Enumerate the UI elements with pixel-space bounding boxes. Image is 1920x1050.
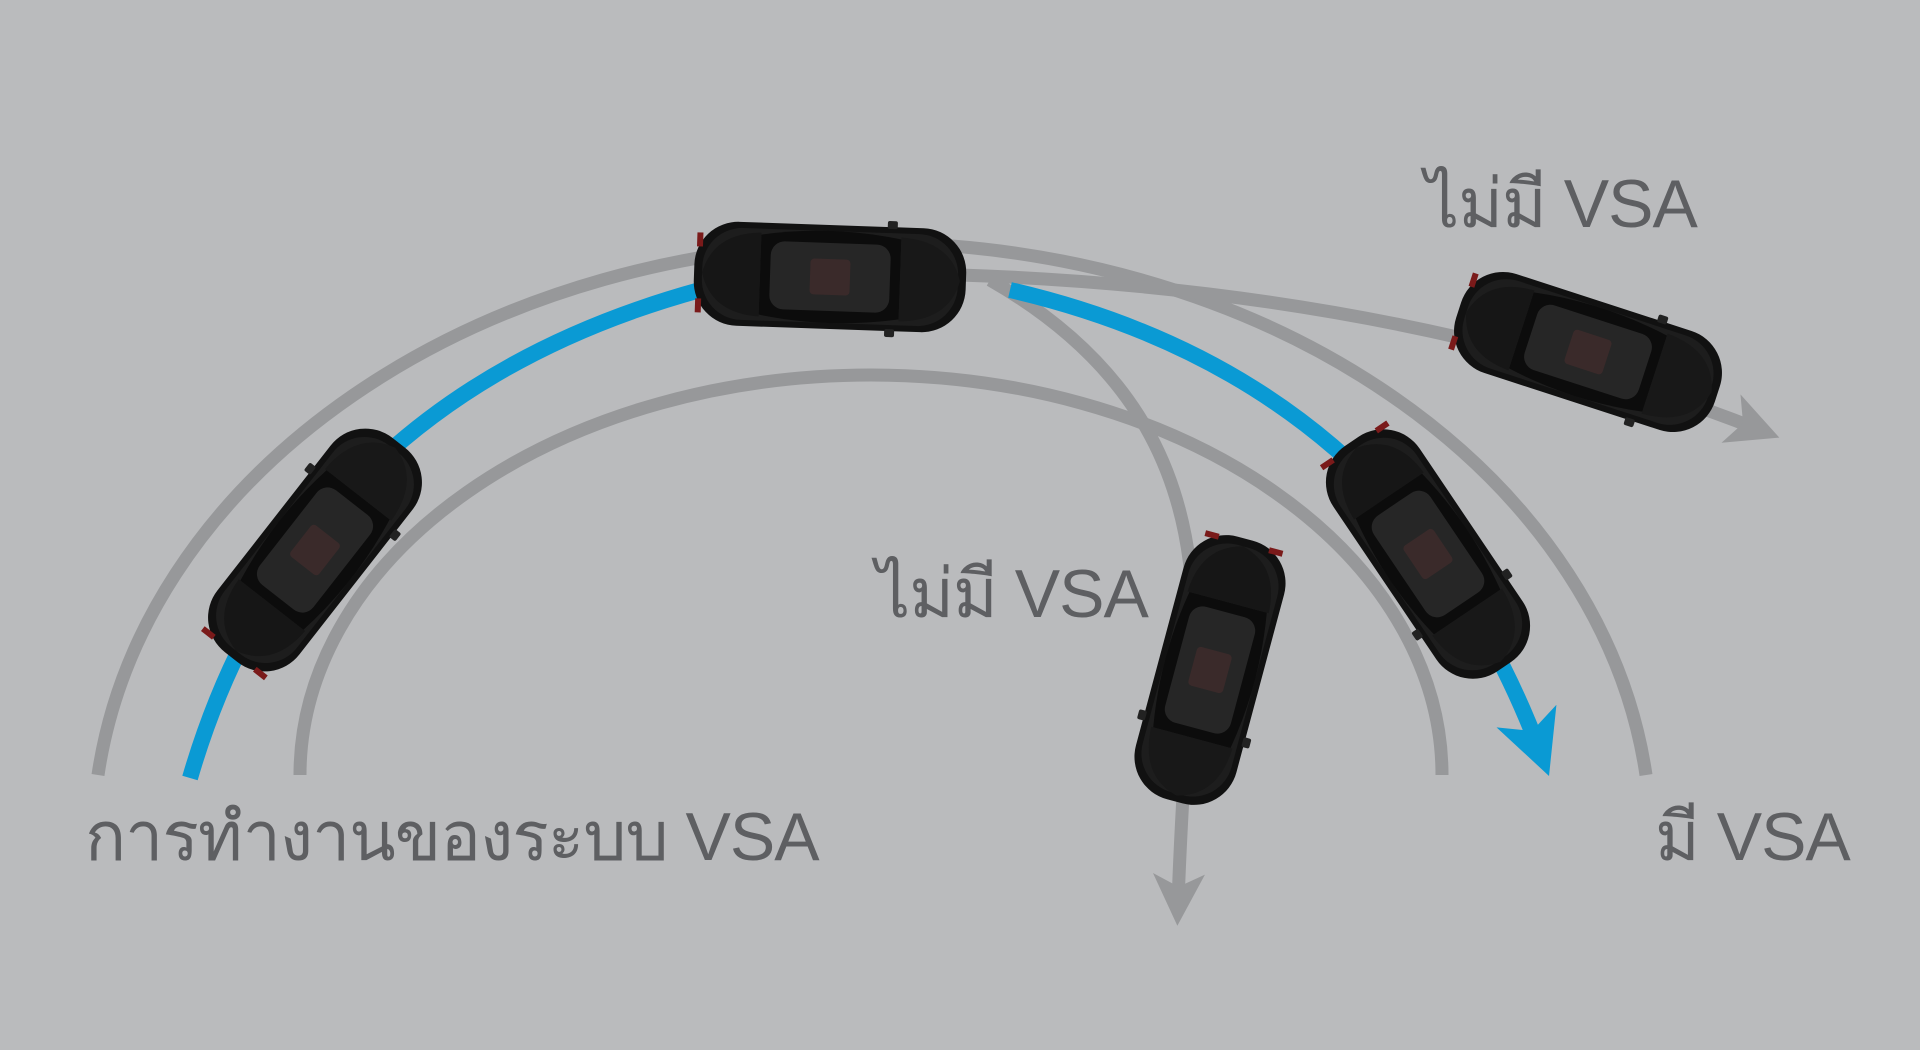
without-vsa-label-middle: ไม่มี VSA [876,556,1149,632]
inner-lane-line [293,368,1449,776]
car-5 [1440,254,1736,450]
vsa-operation-label: การทำงานของระบบ VSA [85,799,820,875]
with-vsa-label: มี VSA [1655,799,1851,875]
car-2 [692,214,968,340]
without-vsa-label-top: ไม่มี VSA [1425,166,1698,242]
